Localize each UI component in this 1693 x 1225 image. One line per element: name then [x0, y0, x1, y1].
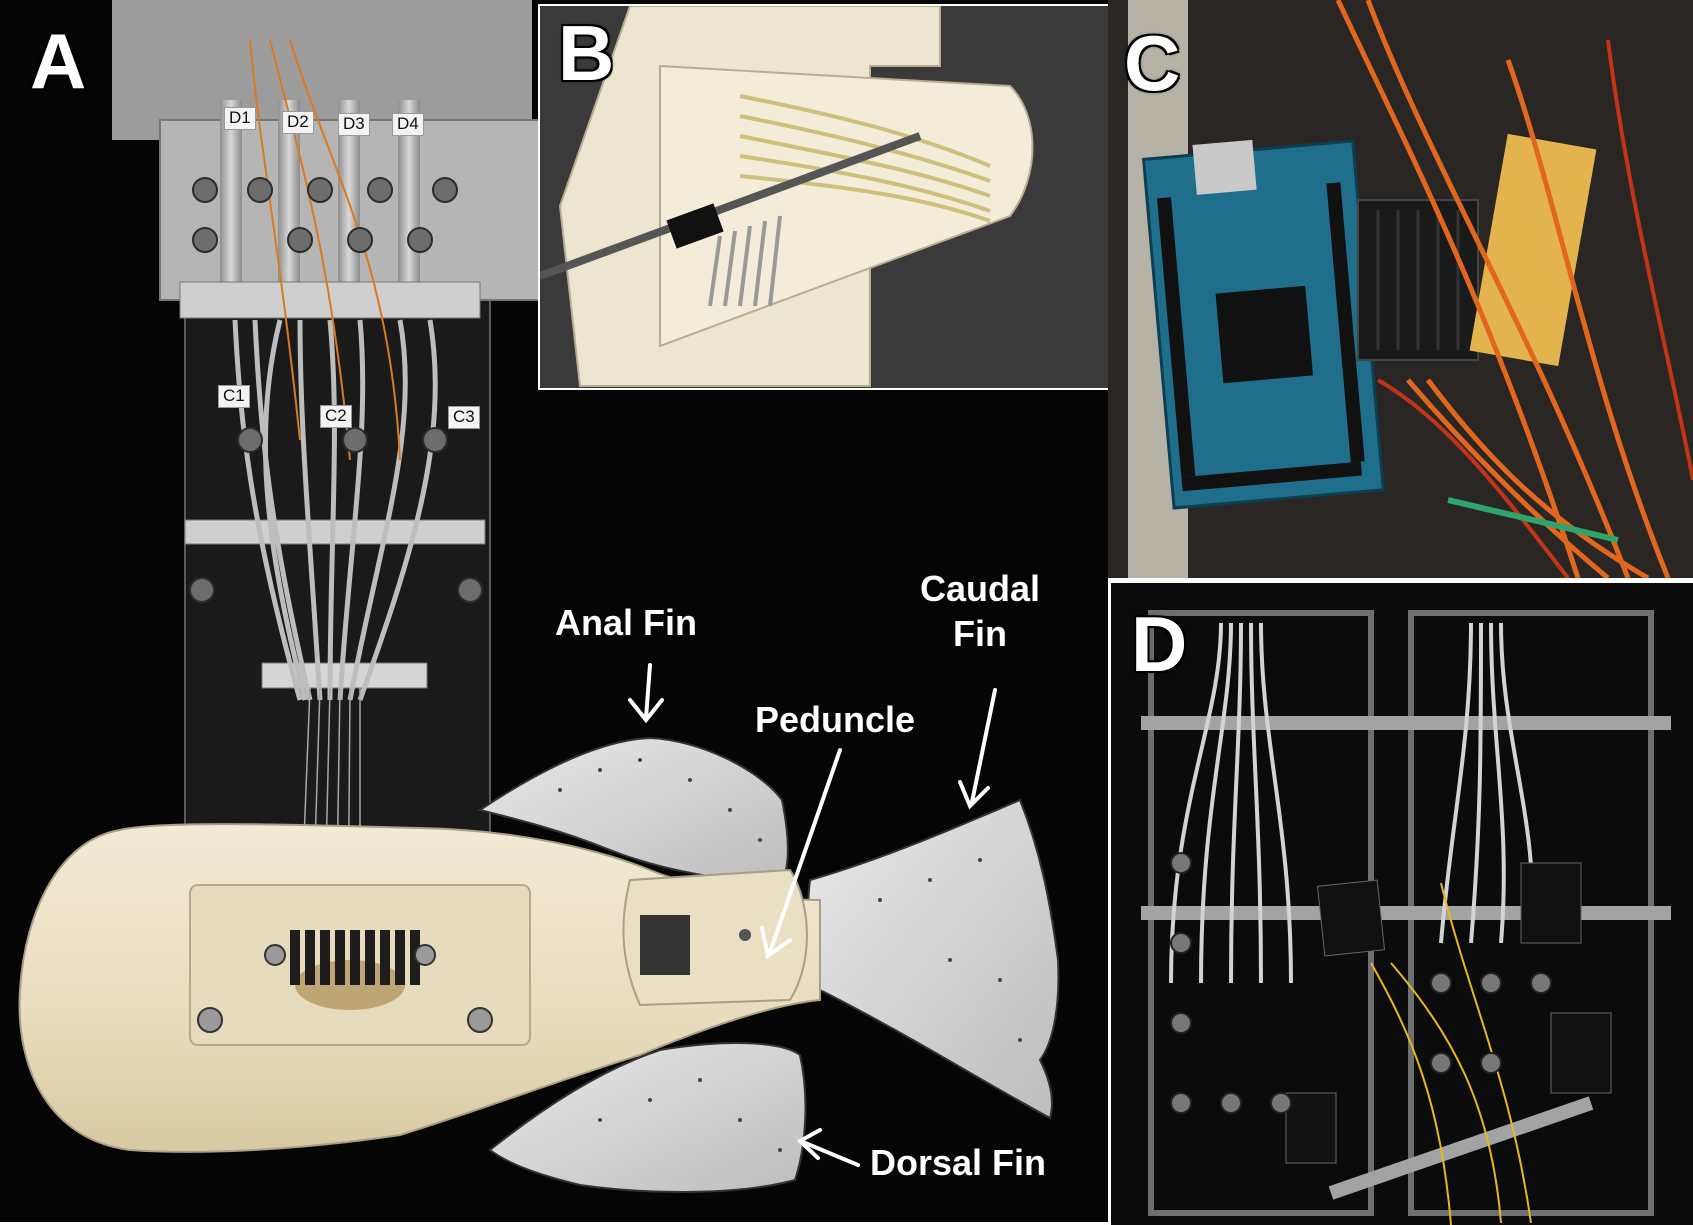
electronics-illustration — [1108, 0, 1693, 578]
servo-tag-c2: C2 — [320, 405, 352, 428]
panel-c-letter: C — [1122, 19, 1181, 107]
panel-b-photo: B — [538, 4, 1112, 390]
head-interior-illustration — [540, 6, 1110, 388]
peduncle-label: Peduncle — [755, 699, 916, 740]
panel-d-photo: D — [1108, 580, 1693, 1225]
servo-tag-c3: C3 — [448, 406, 480, 429]
caudal-fin-label: Caudal Fin — [920, 566, 1040, 656]
servo-tag-d1: D1 — [224, 107, 256, 130]
panel-b-letter: B — [556, 9, 615, 97]
caudal-fin-label-line2: Fin — [953, 613, 1007, 654]
caudal-fin-label-line1: Caudal — [920, 568, 1041, 609]
panel-a-letter: A — [28, 17, 87, 105]
robot-fish-illustration — [18, 0, 1060, 1193]
servo-rack-illustration — [1111, 583, 1693, 1225]
servo-tag-d2: D2 — [282, 111, 314, 134]
servo-tag-d4: D4 — [392, 113, 424, 136]
anal-fin-label: Anal Fin — [555, 602, 697, 643]
panel-d-letter: D — [1129, 600, 1188, 688]
servo-tag-d3: D3 — [338, 113, 370, 136]
servo-tag-c1: C1 — [218, 385, 250, 408]
panel-c-photo: C — [1108, 0, 1693, 578]
dorsal-fin-label: Dorsal Fin — [870, 1142, 1047, 1183]
